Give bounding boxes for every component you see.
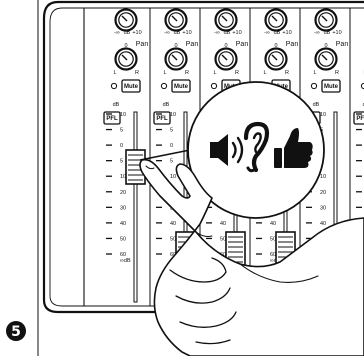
pan-scale-left: L bbox=[163, 70, 166, 76]
pan-knob[interactable] bbox=[116, 49, 137, 70]
pan-label: Pan bbox=[136, 41, 149, 48]
signal-led bbox=[311, 83, 316, 88]
fader-scale-tick: 40 bbox=[170, 221, 176, 227]
gain-scale-unit: dB bbox=[174, 30, 181, 36]
mute-button[interactable]: Mute bbox=[322, 80, 340, 92]
fader-scale-tick: 0 bbox=[120, 143, 123, 149]
pfl-button-label: PFL bbox=[156, 116, 168, 122]
fader-scale-header: dB bbox=[163, 102, 170, 108]
fader-scale-tick: 10 bbox=[320, 112, 326, 118]
mute-button-label: Mute bbox=[324, 84, 339, 90]
pan-scale-left: L bbox=[263, 70, 266, 76]
mute-button-label: Mute bbox=[124, 84, 139, 90]
step-number: 5 bbox=[11, 324, 21, 340]
pan-knob[interactable] bbox=[266, 49, 287, 70]
fader-scale-tick: 0 bbox=[170, 143, 173, 149]
gain-scale-unit: dB bbox=[124, 30, 131, 36]
fader-scale-tick: 50 bbox=[120, 236, 126, 242]
fader-scale-tick: 30 bbox=[120, 205, 126, 211]
gain-knob[interactable] bbox=[116, 10, 137, 31]
pan-label: Pan bbox=[236, 41, 249, 48]
fader-scale-tick: 40 bbox=[120, 221, 126, 227]
fader-scale-tick: 5 bbox=[120, 128, 123, 134]
fader-scale-tick: 40 bbox=[220, 221, 226, 227]
pan-label: Pan bbox=[186, 41, 199, 48]
fader-scale-tick: 10 bbox=[120, 112, 126, 118]
pan-scale-left: L bbox=[113, 70, 116, 76]
fader-scale-bottom: ∞dB bbox=[120, 258, 131, 264]
step-number-badge: 5 bbox=[6, 321, 26, 341]
pfl-button-label: PFL bbox=[356, 116, 364, 122]
signal-led bbox=[211, 83, 216, 88]
pan-scale-right: R bbox=[335, 70, 339, 76]
pan-scale-right: R bbox=[135, 70, 139, 76]
gain-scale-min: -∞ bbox=[314, 30, 320, 36]
gain-scale-min: -∞ bbox=[164, 30, 170, 36]
fader-scale-tick: 5 bbox=[170, 128, 173, 134]
gain-scale-min: -∞ bbox=[264, 30, 270, 36]
pan-knob[interactable] bbox=[216, 49, 237, 70]
gain-scale-max: +10 bbox=[282, 30, 291, 36]
gain-knob[interactable] bbox=[316, 10, 337, 31]
pan-label: Pan bbox=[286, 41, 299, 48]
fader-scale-tick: 20 bbox=[320, 190, 326, 196]
fader-scale-header: dB bbox=[113, 102, 120, 108]
pan-knob[interactable] bbox=[316, 49, 337, 70]
gain-scale-max: +10 bbox=[132, 30, 141, 36]
pan-label: Pan bbox=[336, 41, 349, 48]
fader-scale-tick: 30 bbox=[320, 205, 326, 211]
pan-knob[interactable] bbox=[166, 49, 187, 70]
fader-scale-tick: 10 bbox=[170, 174, 176, 180]
mute-button-label: Mute bbox=[174, 84, 189, 90]
gain-scale-max: +10 bbox=[232, 30, 241, 36]
gain-scale-min: -∞ bbox=[114, 30, 120, 36]
gain-scale-max: +10 bbox=[182, 30, 191, 36]
mute-button[interactable]: Mute bbox=[172, 80, 190, 92]
gain-knob[interactable] bbox=[166, 10, 187, 31]
pan-scale-left: L bbox=[313, 70, 316, 76]
mute-button[interactable]: Mute bbox=[122, 80, 140, 92]
fader-scale-tick: 10 bbox=[320, 174, 326, 180]
fader-scale-tick: 5 bbox=[170, 159, 173, 165]
fader-scale-tick: 5 bbox=[120, 159, 123, 165]
pan-scale-right: R bbox=[235, 70, 239, 76]
fader-scale-header: dB bbox=[313, 102, 320, 108]
pan-scale-right: R bbox=[285, 70, 289, 76]
fader-scale-tick: 10 bbox=[170, 112, 176, 118]
fader-scale-tick: 20 bbox=[120, 190, 126, 196]
pan-scale-right: R bbox=[185, 70, 189, 76]
gain-knob[interactable] bbox=[266, 10, 287, 31]
pan-scale-left: L bbox=[213, 70, 216, 76]
gain-scale-max: +10 bbox=[332, 30, 341, 36]
fader-scale-tick: 40 bbox=[320, 221, 326, 227]
signal-led bbox=[111, 83, 116, 88]
gain-scale-min: -∞ bbox=[214, 30, 220, 36]
signal-led bbox=[161, 83, 166, 88]
pfl-button-label: PFL bbox=[106, 116, 118, 122]
fader-scale-tick: 40 bbox=[270, 221, 276, 227]
gain-scale-unit: dB bbox=[324, 30, 331, 36]
gain-knob[interactable] bbox=[216, 10, 237, 31]
gain-scale-unit: dB bbox=[274, 30, 281, 36]
gain-scale-unit: dB bbox=[224, 30, 231, 36]
